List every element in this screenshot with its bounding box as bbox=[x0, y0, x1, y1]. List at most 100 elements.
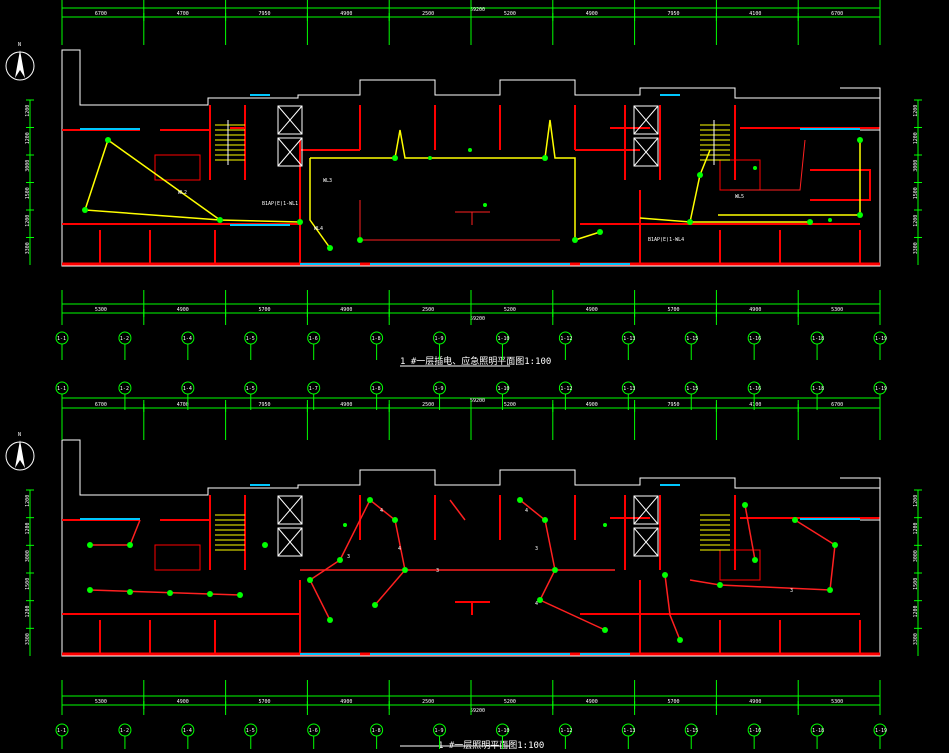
dimension-value: 1200 bbox=[913, 522, 919, 534]
dimension-value: 3300 bbox=[25, 242, 31, 254]
dimension-value: 6700 bbox=[95, 402, 107, 408]
axis-label: 1-5 bbox=[246, 386, 255, 392]
axis-label: 1-2 bbox=[120, 336, 129, 342]
axis-label: 1-13 bbox=[623, 728, 635, 734]
axis-bubble bbox=[118, 723, 132, 737]
axis-label: 1-19 bbox=[875, 728, 887, 734]
distribution-box-label: B1AP(E)1-WL1 bbox=[262, 201, 298, 207]
dimension-value: 1200 bbox=[25, 132, 31, 144]
axis-bubble bbox=[558, 381, 572, 395]
circuit-number: 4 bbox=[525, 508, 528, 514]
north-arrow-icon: N bbox=[5, 42, 35, 81]
plan2-total-top: 59200 bbox=[470, 398, 485, 404]
dimension-value: 5200 bbox=[504, 699, 516, 705]
circuit-number: 4 bbox=[535, 601, 538, 607]
dimension-value: 2500 bbox=[422, 699, 434, 705]
axis-bubble bbox=[55, 331, 69, 345]
dimension-value: 4900 bbox=[340, 11, 352, 17]
svg-text:N: N bbox=[18, 42, 21, 48]
plan1-total-bottom: 59200 bbox=[470, 316, 485, 322]
dimension-value: 1200 bbox=[25, 605, 31, 617]
axis-label: 1-18 bbox=[812, 336, 824, 342]
dimension-value: 5300 bbox=[95, 307, 107, 313]
axis-bubble bbox=[684, 331, 698, 345]
axis-bubble bbox=[181, 381, 195, 395]
dimension-value: 5700 bbox=[668, 699, 680, 705]
plan2-glazing bbox=[80, 484, 860, 655]
dimension-value: 4700 bbox=[177, 11, 189, 17]
dimension-value: 4900 bbox=[340, 699, 352, 705]
north-arrow-icon: N bbox=[5, 432, 35, 471]
circuit-number: 3 bbox=[790, 588, 793, 594]
axis-bubble bbox=[558, 331, 572, 345]
axis-label: 1-9 bbox=[435, 336, 444, 342]
dimension-value: 1200 bbox=[25, 522, 31, 534]
axis-bubble bbox=[873, 723, 887, 737]
axis-bubble bbox=[621, 381, 635, 395]
dimension-value: 1200 bbox=[913, 605, 919, 617]
axis-bubble bbox=[810, 723, 824, 737]
dimension-value: 1200 bbox=[913, 495, 919, 507]
dimension-value: 5300 bbox=[831, 307, 843, 313]
axis-bubble bbox=[370, 723, 384, 737]
axis-label: 1-13 bbox=[623, 336, 635, 342]
axis-label: 1-12 bbox=[560, 728, 572, 734]
axis-label: 1-4 bbox=[183, 386, 192, 392]
dimension-value: 3300 bbox=[913, 242, 919, 254]
dimension-value: 1500 bbox=[913, 187, 919, 199]
axis-bubble bbox=[433, 381, 447, 395]
axis-bubble bbox=[810, 381, 824, 395]
dimension-value: 2500 bbox=[422, 11, 434, 17]
circuit-label: WL4 bbox=[314, 226, 323, 232]
axis-label: 1-6 bbox=[309, 336, 318, 342]
plan1-dimension-grid bbox=[29, 7, 919, 314]
dimension-value: 1200 bbox=[25, 215, 31, 227]
axis-bubble bbox=[810, 331, 824, 345]
dimension-value: 1200 bbox=[913, 132, 919, 144]
dimension-value: 4900 bbox=[177, 699, 189, 705]
dimension-value: 4900 bbox=[586, 699, 598, 705]
axis-bubble bbox=[118, 331, 132, 345]
dimension-value: 3000 bbox=[25, 160, 31, 172]
axis-label: 1-15 bbox=[686, 386, 698, 392]
dimension-value: 4900 bbox=[586, 307, 598, 313]
axis-bubble bbox=[244, 381, 258, 395]
axis-bubble bbox=[873, 381, 887, 395]
axis-bubble bbox=[621, 723, 635, 737]
axis-label: 1-1 bbox=[57, 386, 66, 392]
dimension-value: 5200 bbox=[504, 402, 516, 408]
axis-label: 1-16 bbox=[749, 728, 761, 734]
plan1-emergency-wiring bbox=[83, 119, 861, 249]
dimension-value: 4700 bbox=[177, 402, 189, 408]
axis-bubble bbox=[684, 381, 698, 395]
axis-label: 1-10 bbox=[497, 728, 509, 734]
plan2-fixtures bbox=[87, 497, 838, 643]
axis-label: 1-13 bbox=[623, 386, 635, 392]
dimension-value: 3300 bbox=[913, 633, 919, 645]
axis-label: 1-5 bbox=[246, 728, 255, 734]
axis-bubble bbox=[684, 723, 698, 737]
dimension-value: 6700 bbox=[95, 11, 107, 17]
axis-label: 1-7 bbox=[309, 386, 318, 392]
axis-label: 1-8 bbox=[372, 728, 381, 734]
axis-label: 1-4 bbox=[183, 336, 192, 342]
dimension-value: 4100 bbox=[749, 402, 761, 408]
dimension-value: 4900 bbox=[586, 402, 598, 408]
plan1-title: 1 #一层插电、应急照明平面图1:100 bbox=[400, 355, 551, 367]
dimension-value: 5700 bbox=[259, 307, 271, 313]
dimension-value: 6700 bbox=[831, 402, 843, 408]
dimension-value: 2500 bbox=[422, 402, 434, 408]
plan2-title: 1 #一层照明平面图1:100 bbox=[438, 740, 544, 749]
axis-label: 1-2 bbox=[120, 386, 129, 392]
axis-bubble bbox=[495, 331, 509, 345]
dimension-value: 1200 bbox=[25, 495, 31, 507]
dimension-value: 6700 bbox=[831, 11, 843, 17]
circuit-number: 4 bbox=[398, 546, 401, 552]
axis-label: 1-9 bbox=[435, 728, 444, 734]
dimension-value: 7950 bbox=[668, 11, 680, 17]
dimension-value: 5200 bbox=[504, 307, 516, 313]
circuit-label: WL3 bbox=[323, 178, 332, 184]
distribution-box-label: B1AP(E)1-WL4 bbox=[648, 237, 684, 243]
